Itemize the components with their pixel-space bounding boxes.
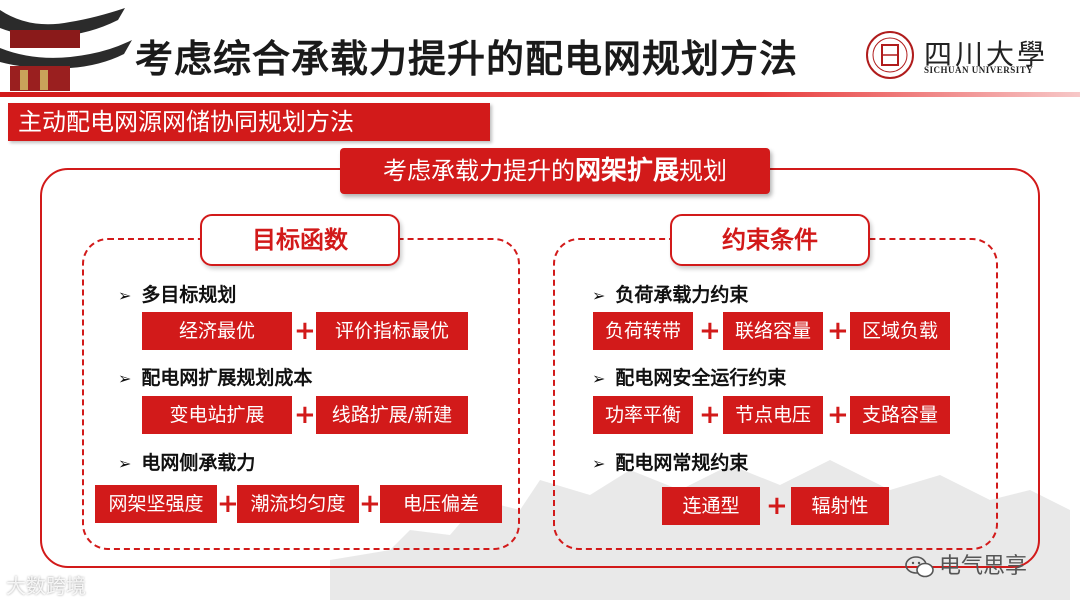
heading-text: 多目标规划 [141,284,236,306]
tag-item: 经济最优 [142,312,292,350]
constraint-heading-2: ➢ 配电网安全运行约束 [592,366,786,390]
plus-sign: + [217,485,237,523]
tag-item: 负荷转带 [593,312,693,350]
tag-item: 区域负载 [850,312,950,350]
constraint-heading-1: ➢ 负荷承载力约束 [592,283,748,307]
heading-text: 电网侧承载力 [141,452,255,474]
plus-sign: + [699,312,719,350]
tag-item: 辐射性 [791,487,889,525]
university-seal-icon [865,30,915,80]
university-logo-english: SICHUAN UNIVERSITY [924,65,1033,75]
footer-watermark-right: 电气思享 [905,548,1027,580]
topic-banner: 考虑承载力提升的网架扩展规划 [340,148,770,194]
objective-heading-3: ➢ 电网侧承载力 [118,451,255,475]
arrow-bullet-icon: ➢ [118,369,131,388]
tag-item: 评价指标最优 [316,312,468,350]
constraint-heading-3: ➢ 配电网常规约束 [592,451,748,475]
arrow-bullet-icon: ➢ [118,286,131,305]
arrow-bullet-icon: ➢ [592,454,605,473]
objective-title: 目标函数 [200,214,400,266]
tag-item: 电压偏差 [380,485,502,523]
topic-suffix: 规划 [679,157,727,185]
constraint-title: 约束条件 [670,214,870,266]
tag-item: 线路扩展/新建 [316,396,468,434]
objective-heading-1: ➢ 多目标规划 [118,283,236,307]
objective-heading-2: ➢ 配电网扩展规划成本 [118,366,312,390]
heading-text: 负荷承载力约束 [615,284,748,306]
topic-prefix: 考虑承载力提升的 [383,157,575,185]
tag-item: 潮流均匀度 [237,485,359,523]
tag-item: 网架坚强度 [95,485,217,523]
footer-watermark-left: 大数跨境 [6,570,86,599]
header-divider [0,92,1080,97]
plus-sign: + [766,487,786,525]
footer-right-text: 电气思享 [939,554,1027,579]
wechat-icon [905,556,935,578]
tag-item: 功率平衡 [593,396,693,434]
plus-sign: + [294,312,314,350]
heading-text: 配电网扩展规划成本 [141,367,312,389]
section-title: 主动配电网源网储协同规划方法 [8,103,490,141]
plus-sign: + [827,312,847,350]
arrow-bullet-icon: ➢ [118,454,131,473]
page-title: 考虑综合承载力提升的配电网规划方法 [135,28,855,80]
tag-item: 联络容量 [723,312,823,350]
plus-sign: + [827,396,847,434]
arrow-bullet-icon: ➢ [592,369,605,388]
tag-item: 节点电压 [723,396,823,434]
arrow-bullet-icon: ➢ [592,286,605,305]
tag-item: 变电站扩展 [142,396,292,434]
heading-text: 配电网安全运行约束 [615,367,786,389]
topic-emphasis: 网架扩展 [575,156,679,186]
pagoda-icon [0,0,140,95]
heading-text: 配电网常规约束 [615,452,748,474]
plus-sign: + [294,396,314,434]
tag-item: 连通型 [662,487,760,525]
tag-item: 支路容量 [850,396,950,434]
plus-sign: + [359,485,379,523]
plus-sign: + [699,396,719,434]
